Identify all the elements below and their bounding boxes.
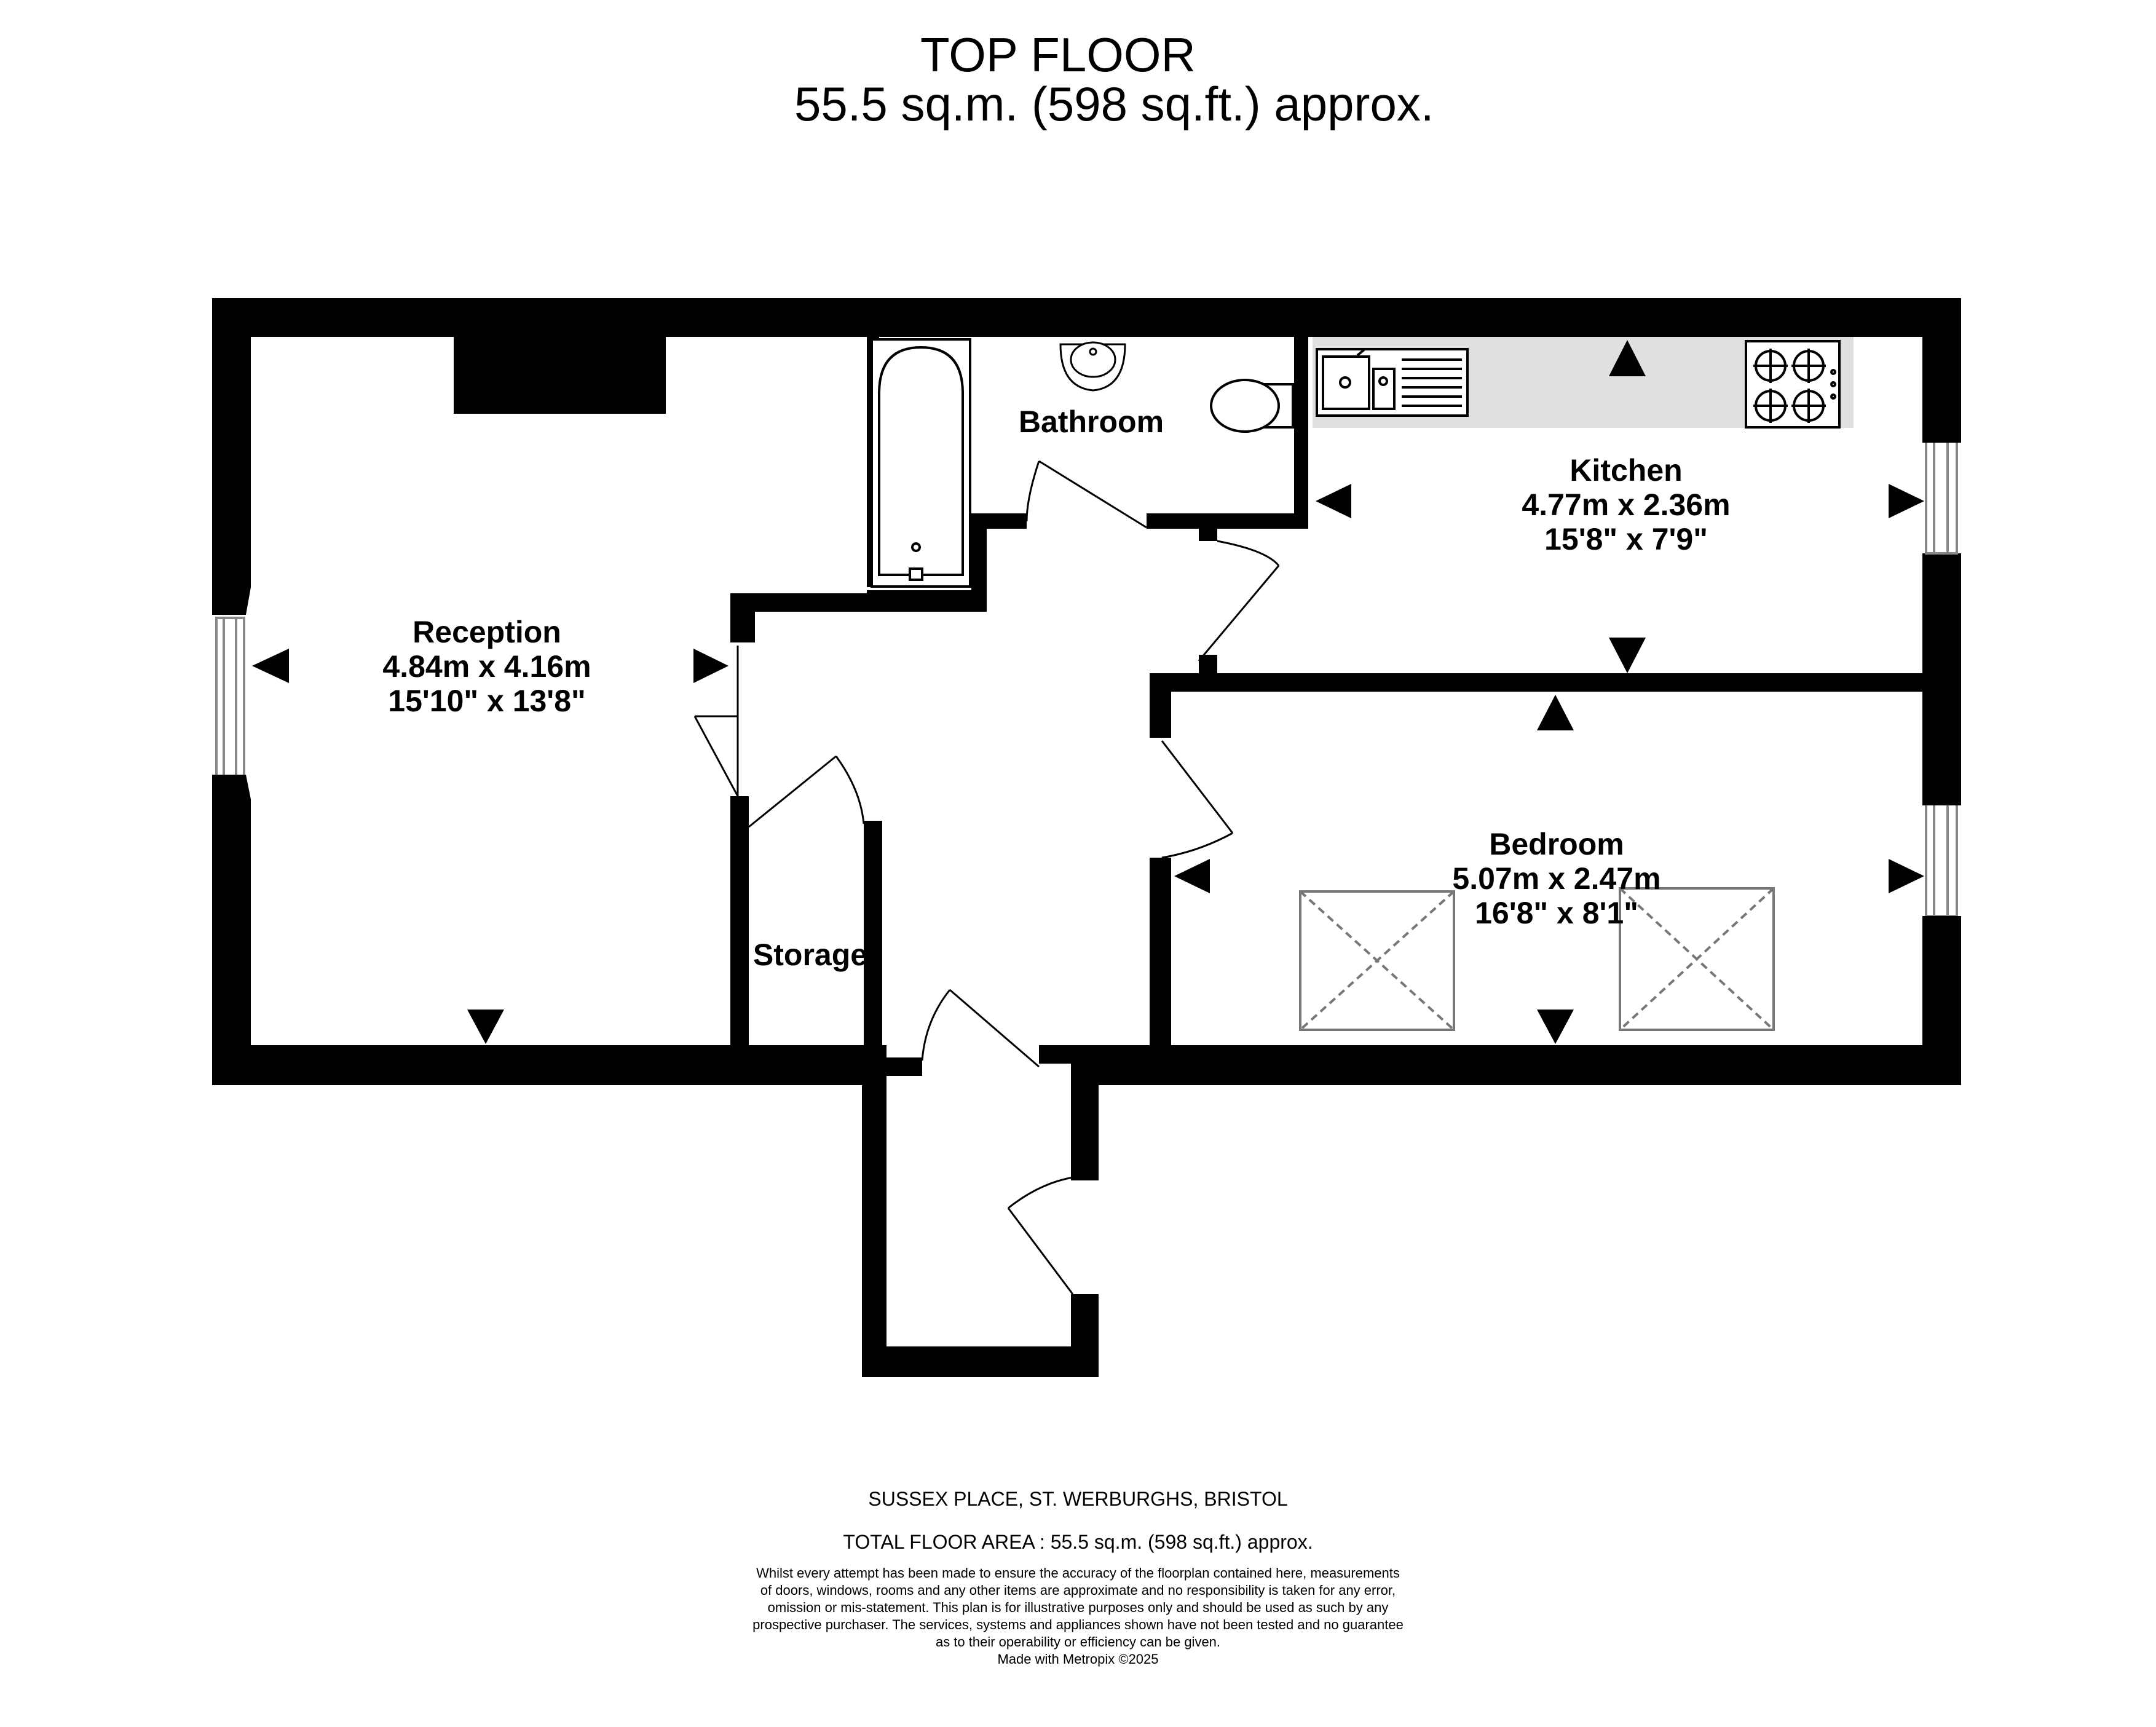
room-name: Bathroom [1018, 405, 1164, 439]
room-label-storage: Storage [753, 938, 867, 972]
bath-icon [871, 338, 971, 588]
sink-icon [1316, 348, 1469, 417]
disclaimer-line: Whilst every attempt has been made to en… [756, 1565, 1400, 1581]
door-reception [693, 716, 739, 797]
room-name: Kitchen [1570, 453, 1683, 488]
room-label-bathroom: Bathroom [1019, 405, 1164, 439]
skylight-icon [1299, 890, 1455, 1031]
window-reception [215, 617, 245, 797]
door-kitchen [1198, 565, 1280, 662]
doors [693, 460, 1280, 1295]
floor-title: TOP FLOOR [920, 28, 1196, 82]
arrow-down-icon [1537, 1010, 1574, 1044]
room-size-metric: 4.77m x 2.36m [1522, 488, 1731, 522]
room-size-metric: 4.84m x 4.16m [382, 649, 591, 684]
arrow-left-icon [1174, 859, 1210, 893]
window-kitchen [1925, 438, 1958, 555]
address: SUSSEX PLACE, ST. WERBURGHS, BRISTOL [868, 1488, 1288, 1510]
window-bedroom [1925, 801, 1958, 917]
room-name: Reception [413, 615, 561, 649]
arrow-down-icon [467, 1010, 504, 1044]
room-size-imperial: 15'10" x 13'8" [388, 684, 586, 718]
door-storage [748, 755, 837, 828]
door-bathroom [1038, 460, 1147, 529]
arrow-right-icon [693, 649, 729, 683]
room-label-kitchen: Kitchen 4.77m x 2.36m 15'8" x 7'9" [1522, 453, 1730, 556]
arrow-right-icon [1889, 859, 1924, 893]
room-name: Bedroom [1489, 827, 1624, 861]
credit: Made with Metropix ©2025 [997, 1651, 1159, 1667]
disclaimer-line: omission or mis-statement. This plan is … [767, 1600, 1389, 1615]
arrow-right-icon [1889, 484, 1924, 518]
room-label-bedroom: Bedroom 5.07m x 2.47m 16'8" x 8'1" [1452, 827, 1660, 930]
arrow-left-icon [252, 649, 289, 683]
total-floor-area: TOTAL FLOOR AREA : 55.5 sq.m. (598 sq.ft… [843, 1531, 1313, 1553]
room-size-metric: 5.07m x 2.47m [1452, 861, 1661, 896]
room-name: Storage [752, 938, 868, 972]
door-entrance [1007, 1207, 1074, 1295]
disclaimer-line: prospective purchaser. The services, sys… [752, 1617, 1404, 1632]
toilet-icon [1210, 379, 1294, 433]
arrow-left-icon [1316, 484, 1351, 518]
skylight-icon [1619, 887, 1775, 1031]
disclaimer: Whilst every attempt has been made to en… [0, 1565, 2156, 1668]
arrow-up-icon [1537, 695, 1574, 730]
room-size-imperial: 15'8" x 7'9" [1544, 522, 1708, 556]
room-label-reception: Reception 4.84m x 4.16m 15'10" x 13'8" [382, 615, 591, 718]
disclaimer-line: as to their operability or efficiency ca… [935, 1634, 1221, 1650]
door-corridor [949, 989, 1040, 1068]
basin-icon [1059, 341, 1126, 392]
door-bedroom [1161, 740, 1234, 834]
arrow-up-icon [1609, 340, 1646, 376]
disclaimer-line: of doors, windows, rooms and any other i… [760, 1583, 1396, 1598]
room-size-imperial: 16'8" x 8'1" [1475, 896, 1638, 930]
dimension-arrows [252, 340, 1924, 1044]
arrow-down-icon [1609, 638, 1646, 673]
hob-icon [1745, 340, 1841, 429]
floor-area: 55.5 sq.m. (598 sq.ft.) approx. [794, 77, 1434, 131]
walls [212, 298, 1961, 1377]
